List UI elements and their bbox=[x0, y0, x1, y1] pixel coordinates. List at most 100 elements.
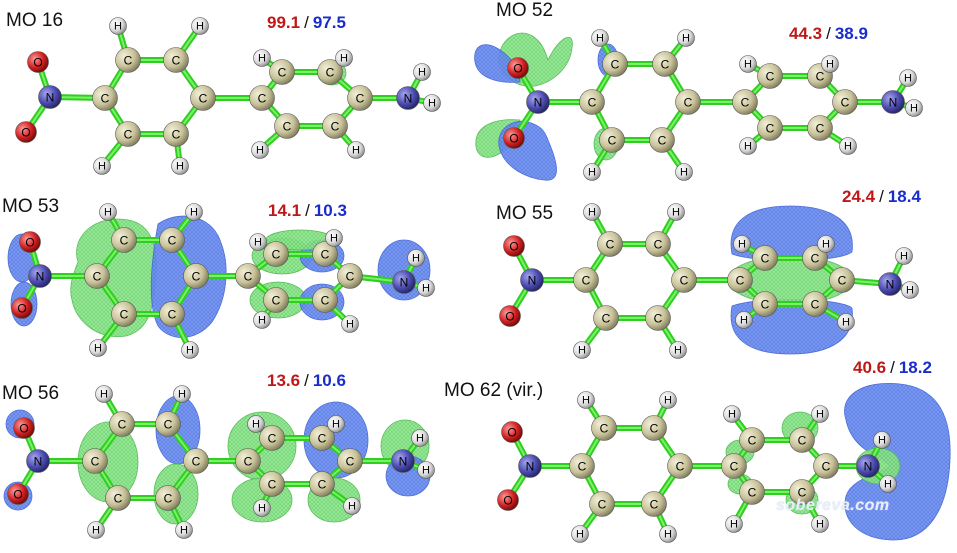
mo62-values: 40.6/18.2 bbox=[853, 358, 932, 378]
mo56-val-b: 10.6 bbox=[312, 371, 346, 390]
mo55-atom-sphere bbox=[503, 235, 525, 257]
mo55-atom-c: C bbox=[645, 305, 671, 331]
mo16-atom-sphere bbox=[115, 121, 141, 147]
mo52-atom-c: C bbox=[599, 127, 625, 153]
separator: / bbox=[305, 201, 310, 220]
mo55-atom-c: C bbox=[645, 231, 671, 257]
mo55-atom-h: H bbox=[735, 311, 753, 329]
mo53-atom-h: H bbox=[341, 315, 359, 333]
mo53-val-a: 14.1 bbox=[268, 201, 302, 220]
mo16-atom-sphere bbox=[163, 121, 189, 147]
mo55-atom-h: H bbox=[901, 281, 919, 299]
mo16-atom-sphere bbox=[335, 49, 353, 67]
mo53-atom-sphere bbox=[337, 263, 363, 289]
mo16-atom-c: C bbox=[163, 47, 189, 73]
mo53-atom-sphere bbox=[253, 311, 271, 329]
mo16-atom-h: H bbox=[93, 157, 111, 175]
mo55-atom-c: C bbox=[671, 267, 697, 293]
mo55-atom-sphere bbox=[671, 267, 697, 293]
mo52-val-a: 44.3 bbox=[789, 24, 823, 43]
mo62-atom-sphere bbox=[591, 415, 617, 441]
mo16-atom-c: C bbox=[92, 85, 118, 111]
mo16-atom-h: H bbox=[253, 49, 271, 67]
mo52-atom-sphere bbox=[602, 51, 628, 77]
watermark: sobereva.com bbox=[776, 497, 890, 514]
mo55-atom-c: C bbox=[752, 245, 778, 271]
mo52-atom-c: C bbox=[757, 63, 783, 89]
mo55-atom-c: C bbox=[593, 305, 619, 331]
mo52-atom-sphere bbox=[739, 55, 757, 73]
mo52-atom-c: C bbox=[675, 89, 701, 115]
mo52-atom-sphere bbox=[739, 137, 757, 155]
mo62-atom-sphere bbox=[667, 453, 693, 479]
mo62-atom-c: C bbox=[591, 415, 617, 441]
mo53-atom-h: H bbox=[249, 233, 267, 251]
mo56-atom-sphere bbox=[26, 449, 50, 473]
mo55-atom-sphere bbox=[520, 268, 544, 292]
mo16-atom-c: C bbox=[115, 47, 141, 73]
mo55-atom-h: H bbox=[669, 341, 687, 359]
mo62-atom-sphere bbox=[789, 427, 815, 453]
mo16-atom-c: C bbox=[163, 121, 189, 147]
mo53-label: MO 53 bbox=[2, 196, 60, 217]
mo62-val-b: 18.2 bbox=[898, 358, 932, 377]
mo16-atom-sphere bbox=[38, 85, 62, 109]
mo52-atom-sphere bbox=[583, 163, 601, 181]
mo62-atom-sphere bbox=[739, 479, 765, 505]
mo55-atom-sphere bbox=[573, 341, 591, 359]
mo56-atom-sphere bbox=[13, 417, 35, 439]
mo52-atom-sphere bbox=[732, 89, 758, 115]
mo53-atom-sphere bbox=[249, 233, 267, 251]
mo56-atom-sphere bbox=[173, 385, 191, 403]
mo53-atom-sphere bbox=[19, 231, 41, 253]
mo62-atom-c: C bbox=[569, 453, 595, 479]
mo16-atom-c: C bbox=[249, 85, 275, 111]
mo16-atom-sphere bbox=[396, 86, 420, 110]
mo62-atom-sphere bbox=[641, 415, 667, 441]
mo62-atom-n: N bbox=[518, 454, 542, 478]
mo55-atom-c: C bbox=[802, 291, 828, 317]
mo52-atom-h: H bbox=[591, 29, 609, 47]
mo52-atom-sphere bbox=[757, 63, 783, 89]
mo62-atom-sphere bbox=[659, 525, 677, 543]
mo16-atom-sphere bbox=[269, 59, 295, 85]
mo56-values: 13.6/10.6 bbox=[267, 371, 346, 391]
mo53-values: 14.1/10.3 bbox=[268, 201, 347, 221]
mo52-atom-h: H bbox=[821, 55, 839, 73]
mo56-atom-sphere bbox=[235, 448, 261, 474]
mo53-atom-c: C bbox=[183, 263, 209, 289]
mo52-atom-sphere bbox=[899, 69, 917, 87]
mo55-atom-c: C bbox=[752, 291, 778, 317]
mo53-atom-sphere bbox=[263, 241, 289, 267]
mo16-atom-sphere bbox=[274, 113, 300, 139]
mo56-atom-n: N bbox=[26, 449, 50, 473]
mo55-atom-sphere bbox=[645, 305, 671, 331]
mo53-atom-c: C bbox=[111, 301, 137, 327]
mo16-atom-h: H bbox=[171, 157, 189, 175]
mo56-atom-sphere bbox=[417, 461, 435, 479]
mo55-atom-sphere bbox=[878, 272, 902, 296]
mo53-atom-c: C bbox=[312, 287, 338, 313]
mo55-atom-o: O bbox=[503, 235, 525, 257]
mo62-atom-sphere bbox=[879, 475, 897, 493]
mo53-atom-c: C bbox=[337, 263, 363, 289]
mo53-atom-sphere bbox=[84, 263, 110, 289]
mo53-atom-sphere bbox=[325, 229, 343, 247]
mo52-atom-h: H bbox=[839, 137, 857, 155]
mo52-atom-sphere bbox=[526, 90, 550, 114]
mo55-atom-sphere bbox=[583, 203, 601, 221]
mo62-atom-sphere bbox=[571, 525, 589, 543]
mo55-orbital-lobe-blue bbox=[730, 205, 853, 261]
mo62-atom-sphere bbox=[569, 453, 595, 479]
mo62-atom-sphere bbox=[813, 453, 839, 479]
mo52-atom-c: C bbox=[579, 89, 605, 115]
mo56-atom-c: C bbox=[259, 471, 285, 497]
mo52-atom-sphere bbox=[832, 89, 858, 115]
mo62-atom-c: C bbox=[641, 491, 667, 517]
mo52-atom-n: N bbox=[881, 90, 905, 114]
mo56-atom-c: C bbox=[155, 485, 181, 511]
separator: / bbox=[826, 24, 831, 43]
mo56-atom-sphere bbox=[109, 411, 135, 437]
mo16-atom-c: C bbox=[274, 113, 300, 139]
mo16-atom-sphere bbox=[92, 85, 118, 111]
